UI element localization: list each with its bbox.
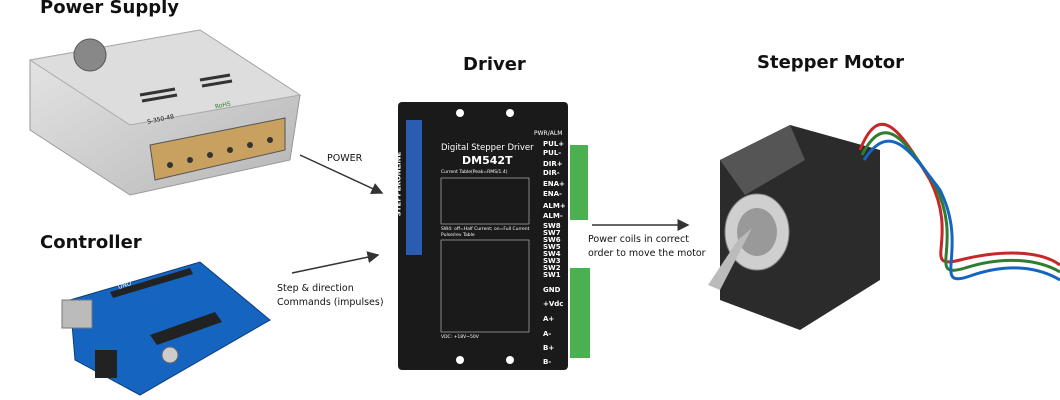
step-direction-arrow (291, 251, 380, 274)
driver-model: DM542T (462, 154, 513, 167)
power-supply-image (28, 29, 302, 196)
driver-pin-label: SW6 (543, 236, 561, 244)
driver-title: Driver (463, 54, 526, 75)
coils-label-line2: order to move the motor (588, 248, 706, 259)
power-arrow (299, 154, 384, 195)
power-supply-title: Power Supply (40, 0, 179, 18)
driver-pin-label: ENA+ (543, 180, 565, 188)
driver-pin-label: ENA- (543, 190, 562, 198)
pwr-alm-label: PWR/ALM (534, 130, 563, 137)
driver-pin-label: PUL+ (543, 140, 565, 148)
brand-label: STEPPERONLINE (394, 151, 403, 217)
driver-pin-label: GND (543, 286, 561, 294)
current-table-label: Current Table(Peak=RMS/1.4) (441, 170, 508, 175)
driver-image (398, 102, 590, 370)
driver-pin-label: SW4 (543, 250, 561, 258)
driver-pin-label: SW3 (543, 257, 561, 265)
driver-pin-label: B- (543, 358, 552, 366)
driver-pin-label: ALM- (543, 212, 563, 220)
stepper-motor-image (708, 122, 1060, 330)
step-direction-label: Step & direction (277, 283, 354, 294)
driver-pin-label: SW8 (543, 222, 561, 230)
driver-heading: Digital Stepper Driver (441, 143, 534, 153)
stepper-motor-title: Stepper Motor (757, 52, 905, 73)
driver-pin-label: SW7 (543, 229, 561, 237)
driver-pin-label: B+ (543, 344, 555, 352)
driver-pin-label: DIR+ (543, 160, 563, 168)
arduino-board-image (61, 261, 271, 396)
pulse-table-label: Pulse/rev Table (441, 233, 475, 238)
driver-pin-label: DIR- (543, 169, 560, 177)
driver-pin-label: SW1 (543, 271, 561, 279)
driver-pin-label: SW2 (543, 264, 561, 272)
driver-pin-label: PUL- (543, 149, 562, 157)
sw-note: SW4: off=Half Current; on=Full Current (441, 227, 530, 232)
vdc-label: VDC: +18V~50V (441, 335, 479, 340)
driver-pin-label: SW5 (543, 243, 561, 251)
driver-pin-label: ALM+ (543, 202, 566, 210)
power-label: POWER (327, 153, 363, 164)
controller-title: Controller (40, 232, 142, 253)
coils-label-line1: Power coils in correct (588, 234, 689, 245)
website-label: www.omc-stepperonline.com (390, 259, 396, 326)
driver-pin-label: +Vdc (543, 300, 564, 308)
driver-pin-label: A- (543, 330, 552, 338)
commands-label: Commands (impulses) (277, 297, 384, 308)
driver-pin-label: A+ (543, 315, 555, 323)
